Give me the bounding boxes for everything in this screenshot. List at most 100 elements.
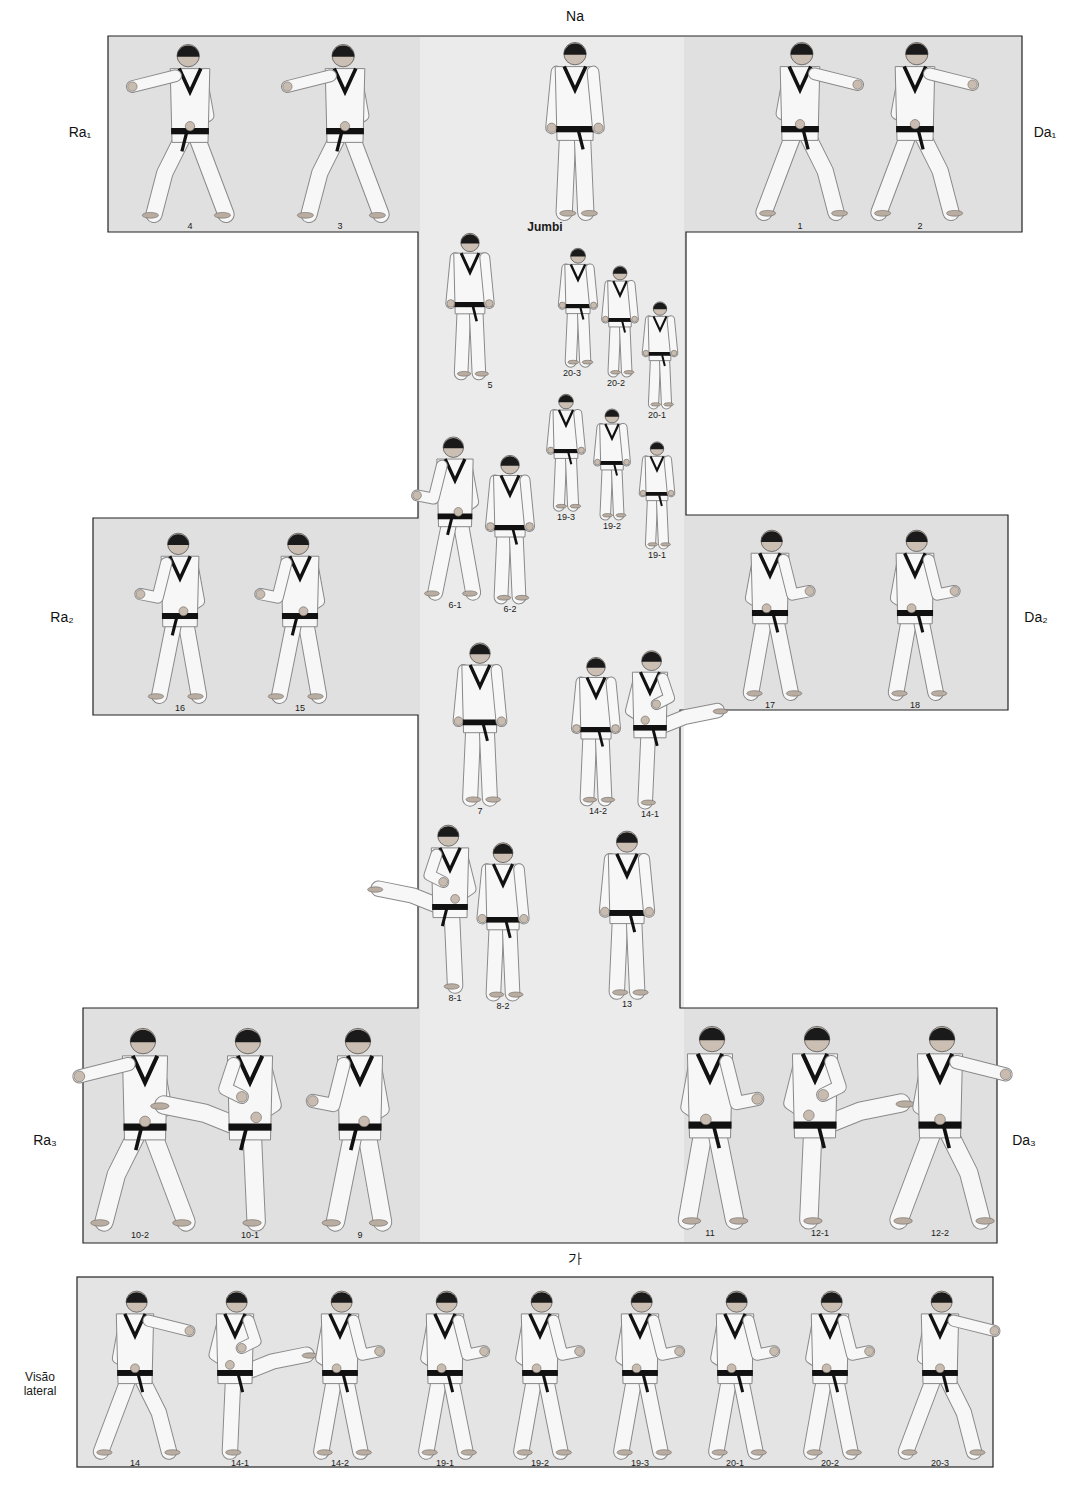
limb-outline	[309, 133, 340, 214]
limb-outline	[605, 464, 607, 514]
belt-tail	[819, 1128, 824, 1149]
jacket-collar	[530, 1314, 550, 1336]
step-number: 12-2	[931, 1228, 949, 1238]
foot	[896, 1101, 914, 1108]
step-number: 8-1	[448, 993, 461, 1003]
foot	[322, 1220, 340, 1227]
foot	[297, 212, 313, 218]
athlete-figure	[894, 1026, 1011, 1224]
direction-label: Ra₂	[50, 609, 73, 625]
limb-outline	[668, 460, 671, 493]
step-number: 19-2	[531, 1458, 549, 1468]
foot	[682, 1218, 700, 1225]
foot	[617, 1450, 632, 1455]
black-belt	[454, 302, 485, 307]
black-belt	[646, 492, 669, 496]
black-belt	[486, 917, 520, 923]
foot	[302, 1353, 317, 1358]
foot	[970, 1450, 985, 1455]
head	[126, 1291, 147, 1312]
athlete-figure	[790, 1026, 914, 1224]
hair	[631, 1292, 652, 1303]
athlete-figure	[603, 266, 638, 374]
head	[616, 831, 637, 852]
jacket-collar	[330, 1314, 350, 1336]
head	[345, 1028, 370, 1053]
foot	[664, 403, 674, 406]
jacket-collar	[501, 476, 519, 496]
athlete-figure	[547, 42, 603, 216]
head	[613, 266, 627, 280]
limb	[461, 306, 464, 373]
limb	[321, 1375, 335, 1452]
fist	[480, 1347, 489, 1356]
athlete-figure	[308, 1028, 388, 1226]
limb	[617, 915, 620, 992]
fist	[439, 877, 448, 886]
foot	[651, 403, 661, 406]
hair	[642, 652, 662, 662]
foot	[462, 591, 477, 596]
limb	[571, 308, 573, 362]
foot	[461, 1450, 476, 1455]
belt-tail	[343, 1375, 347, 1392]
step-number: 20-1	[648, 410, 666, 420]
step-number: 6-1	[448, 600, 461, 610]
step-number: 16	[175, 703, 185, 713]
limb	[559, 453, 561, 506]
foot	[457, 371, 470, 376]
limb-outline	[811, 1375, 825, 1452]
limb-outline	[764, 131, 795, 212]
black-belt	[649, 352, 672, 356]
limb-outline	[651, 495, 653, 544]
fist	[451, 894, 460, 903]
hair	[443, 438, 463, 448]
foot	[747, 691, 762, 697]
belt-tail	[513, 530, 517, 545]
limb-outline	[654, 355, 656, 404]
foot	[173, 1220, 191, 1227]
hair	[501, 456, 520, 465]
jacket-collar	[760, 553, 781, 575]
step-number: 20-2	[607, 378, 625, 388]
athlete-figure	[902, 1291, 999, 1455]
step-number: 14-1	[231, 1458, 249, 1468]
fist	[532, 1364, 541, 1373]
step-number: 3	[337, 221, 342, 231]
hair	[650, 443, 663, 450]
foot	[243, 1220, 261, 1227]
direction-label: Da₂	[1024, 609, 1047, 625]
foot	[648, 543, 658, 546]
limb	[611, 682, 616, 729]
hair	[332, 46, 354, 57]
fist	[359, 1116, 370, 1127]
limb	[631, 284, 634, 319]
athlete-figure	[892, 530, 959, 696]
fist	[752, 1094, 763, 1105]
hair	[761, 531, 782, 542]
step-number: 14-2	[589, 806, 607, 816]
foot	[475, 371, 488, 376]
panel-ground	[83, 36, 1022, 1243]
head	[653, 302, 666, 315]
limb	[309, 133, 340, 214]
fist	[770, 1347, 779, 1356]
fist	[641, 716, 649, 724]
limb	[593, 72, 598, 128]
limb	[140, 1375, 169, 1452]
athlete-figure	[747, 530, 814, 696]
head	[493, 843, 513, 863]
fist	[603, 316, 609, 322]
foot	[517, 1450, 532, 1455]
fist	[437, 1364, 446, 1373]
limb-outline	[470, 724, 473, 798]
head	[650, 442, 663, 455]
athlete-figure	[317, 1291, 383, 1455]
jacket-collar	[564, 67, 586, 90]
fist	[256, 590, 265, 599]
fist	[487, 523, 495, 531]
hair	[461, 234, 479, 243]
limb	[519, 869, 524, 919]
foot	[610, 371, 620, 375]
belt-tail	[442, 909, 446, 926]
